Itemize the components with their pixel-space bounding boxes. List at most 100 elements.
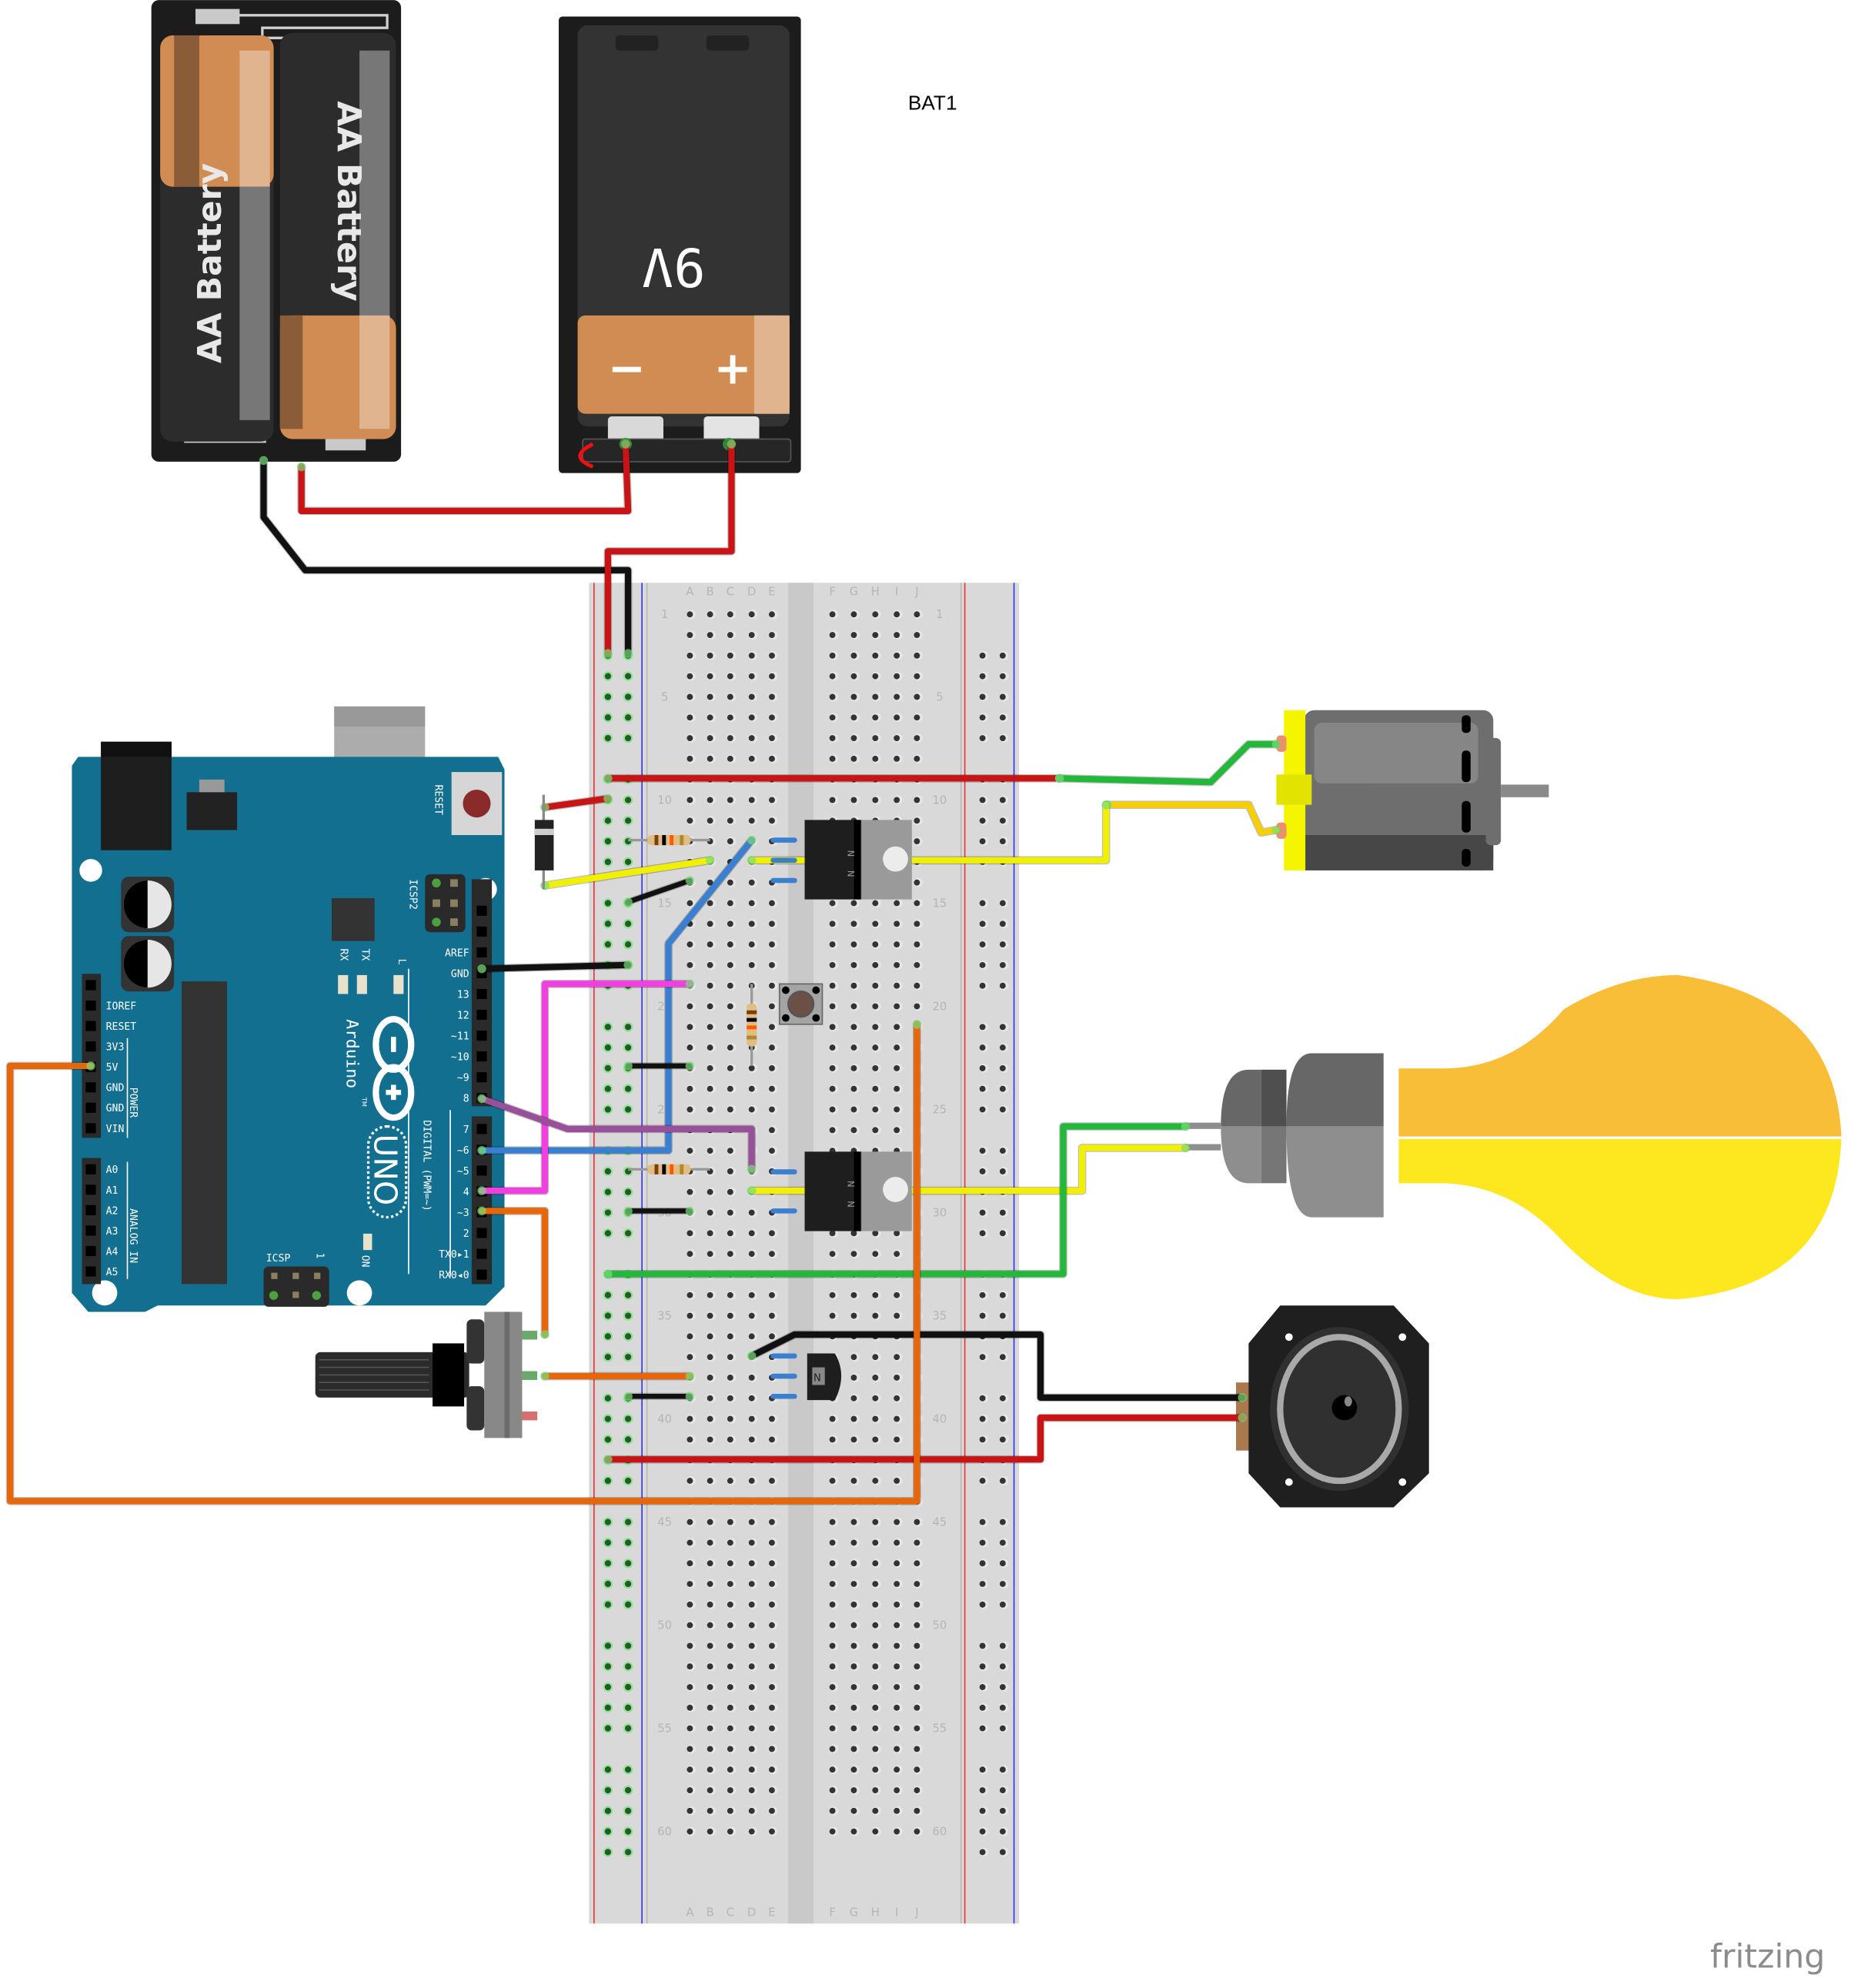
breadboard-hole[interactable]	[686, 1622, 693, 1629]
breadboard-hole[interactable]	[707, 1064, 713, 1071]
breadboard-hole[interactable]	[850, 1622, 857, 1629]
rail-hole[interactable]	[979, 1354, 986, 1361]
breadboard-hole[interactable]	[727, 1581, 733, 1587]
rail-hole[interactable]	[979, 1725, 986, 1732]
aa-battery-holder[interactable]: AA Battery AA Battery	[151, 0, 402, 462]
breadboard-hole[interactable]	[872, 1725, 879, 1732]
breadboard-hole[interactable]	[894, 1003, 900, 1010]
rail-hole[interactable]	[999, 1828, 1006, 1835]
breadboard-hole[interactable]	[768, 611, 775, 618]
rail-hole[interactable]	[979, 1581, 986, 1587]
wire-rail-to-lamp[interactable]	[604, 1123, 1189, 1278]
header-pin[interactable]	[85, 1021, 96, 1031]
breadboard-hole[interactable]	[914, 1601, 920, 1608]
wire-endpoint[interactable]	[477, 1206, 486, 1216]
breadboard-hole[interactable]	[707, 982, 713, 989]
breadboard-hole[interactable]	[768, 735, 775, 741]
breadboard-hole[interactable]	[894, 1251, 900, 1258]
rail-hole[interactable]	[979, 735, 986, 741]
breadboard-hole[interactable]	[914, 1787, 920, 1793]
breadboard-hole[interactable]	[686, 1024, 693, 1031]
breadboard-hole[interactable]	[914, 1828, 920, 1835]
breadboard-hole[interactable]	[872, 1704, 879, 1711]
breadboard-hole[interactable]	[850, 1539, 857, 1546]
header-pin[interactable]	[85, 1225, 96, 1236]
breadboard-hole[interactable]	[707, 1642, 713, 1649]
wire-endpoint[interactable]	[603, 794, 613, 804]
breadboard-hole[interactable]	[894, 1230, 900, 1237]
breadboard-hole[interactable]	[829, 1003, 836, 1010]
header-pin[interactable]	[85, 1001, 96, 1011]
breadboard-hole[interactable]	[686, 961, 693, 968]
rail-hole[interactable]	[625, 1106, 632, 1113]
breadboard-hole[interactable]	[768, 1251, 775, 1258]
rail-hole[interactable]	[604, 1663, 611, 1670]
breadboard-hole[interactable]	[894, 1436, 900, 1443]
rail-hole[interactable]	[979, 1168, 986, 1174]
breadboard-hole[interactable]	[686, 1519, 693, 1525]
breadboard-hole[interactable]	[748, 693, 755, 700]
breadboard-hole[interactable]	[727, 1106, 733, 1113]
wire-pin6[interactable]	[478, 837, 755, 1154]
breadboard-hole[interactable]	[727, 632, 733, 638]
breadboard-hole[interactable]	[707, 1725, 713, 1732]
wire-battery-ground[interactable]	[260, 457, 632, 657]
breadboard-hole[interactable]	[707, 1560, 713, 1567]
breadboard-hole[interactable]	[727, 1003, 733, 1010]
breadboard-hole[interactable]	[768, 1807, 775, 1814]
breadboard-hole[interactable]	[872, 652, 879, 659]
breadboard-hole[interactable]	[748, 1663, 755, 1670]
rail-hole[interactable]	[604, 1168, 611, 1175]
breadboard-hole[interactable]	[707, 1333, 713, 1340]
breadboard-hole[interactable]	[686, 755, 693, 762]
rail-hole[interactable]	[625, 1415, 632, 1422]
breadboard-hole[interactable]	[829, 693, 836, 700]
header-pin[interactable]	[476, 947, 487, 957]
breadboard-hole[interactable]	[768, 1106, 775, 1113]
breadboard-hole[interactable]	[768, 961, 775, 968]
breadboard-hole[interactable]	[850, 1704, 857, 1711]
breadboard-hole[interactable]	[768, 1725, 775, 1732]
breadboard-hole[interactable]	[727, 1168, 733, 1174]
wire-endpoint[interactable]	[685, 876, 695, 885]
breadboard-hole[interactable]	[748, 1395, 755, 1402]
breadboard-hole[interactable]	[707, 1807, 713, 1814]
breadboard-hole[interactable]	[914, 961, 920, 968]
breadboard-hole[interactable]	[894, 1024, 900, 1031]
wire-endpoint[interactable]	[540, 803, 550, 812]
breadboard-hole[interactable]	[727, 1807, 733, 1814]
breadboard-hole[interactable]	[707, 1828, 713, 1835]
rail-hole[interactable]	[979, 1478, 986, 1484]
wire-endpoint[interactable]	[685, 979, 695, 989]
rail-hole[interactable]	[604, 1354, 611, 1361]
breadboard-hole[interactable]	[707, 1415, 713, 1422]
rail-hole[interactable]	[604, 1601, 611, 1608]
rail-hole[interactable]	[999, 900, 1006, 907]
breadboard-hole[interactable]	[914, 1766, 920, 1773]
breadboard-hole[interactable]	[768, 1291, 775, 1298]
breadboard-hole[interactable]	[914, 652, 920, 659]
breadboard-hole[interactable]	[727, 1415, 733, 1422]
breadboard-hole[interactable]	[727, 1787, 733, 1793]
breadboard-hole[interactable]	[872, 1415, 879, 1422]
breadboard-hole[interactable]	[748, 735, 755, 741]
rail-hole[interactable]	[625, 734, 632, 742]
breadboard-hole[interactable]	[727, 920, 733, 927]
breadboard-hole[interactable]	[686, 1478, 693, 1484]
breadboard-hole[interactable]	[748, 1560, 755, 1567]
header-pin[interactable]	[476, 1031, 487, 1041]
breadboard-hole[interactable]	[850, 1312, 857, 1319]
rail-hole[interactable]	[625, 1477, 632, 1485]
rail-hole[interactable]	[625, 1766, 632, 1773]
rail-hole[interactable]	[999, 1849, 1006, 1856]
breadboard-hole[interactable]	[894, 735, 900, 741]
breadboard-hole[interactable]	[914, 1003, 920, 1010]
rail-hole[interactable]	[604, 920, 611, 927]
breadboard-hole[interactable]	[727, 1601, 733, 1608]
wire-diode-red[interactable]	[541, 795, 611, 811]
rail-hole[interactable]	[604, 693, 611, 700]
breadboard-hole[interactable]	[707, 673, 713, 680]
breadboard-hole[interactable]	[829, 1312, 836, 1319]
rail-hole[interactable]	[625, 1519, 632, 1525]
rail-hole[interactable]	[625, 797, 632, 804]
